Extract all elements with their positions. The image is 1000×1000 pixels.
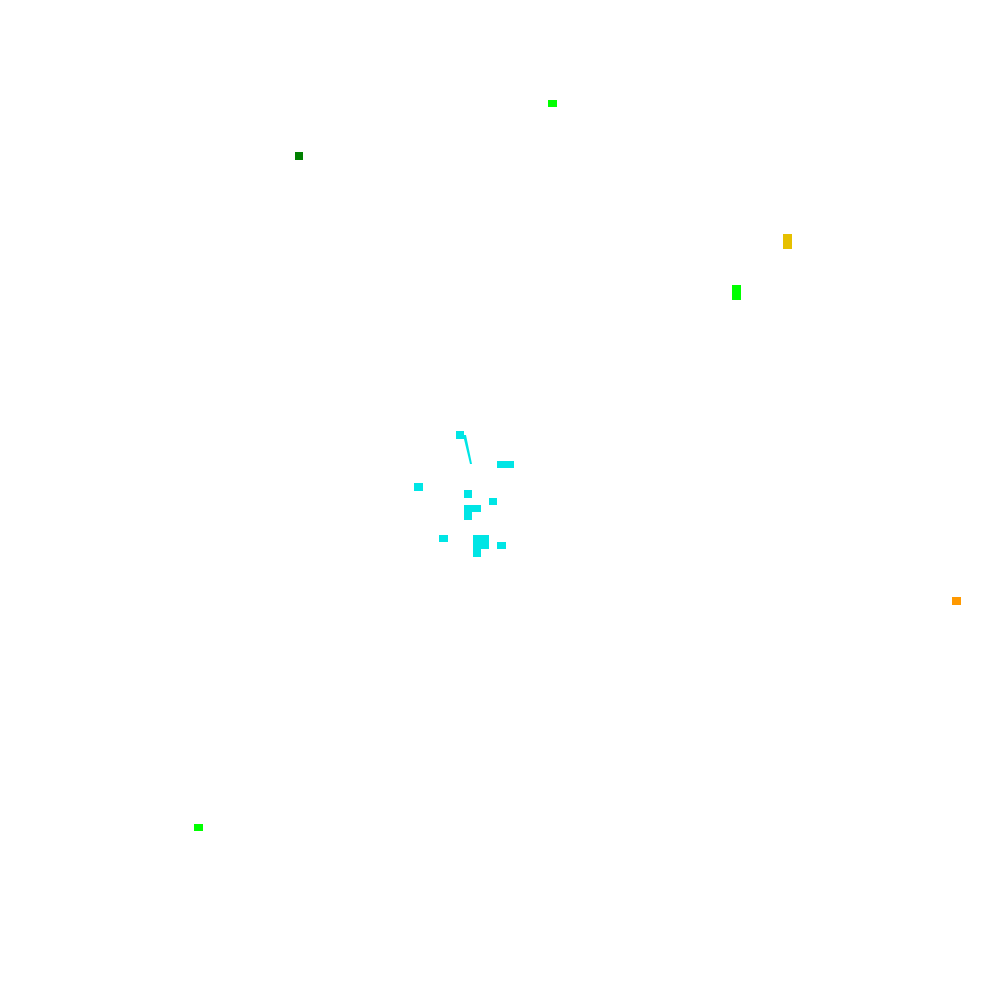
marker-yellow bbox=[783, 234, 792, 249]
cyan-marker bbox=[464, 490, 472, 498]
marker-green bbox=[732, 285, 741, 300]
cyan-trail bbox=[463, 435, 472, 464]
marker-green bbox=[548, 100, 557, 107]
cyan-marker bbox=[456, 431, 464, 439]
cyan-marker bbox=[414, 483, 423, 491]
cyan-marker bbox=[497, 542, 506, 549]
marker-orange bbox=[952, 597, 961, 605]
cyan-marker bbox=[439, 535, 448, 542]
cyan-marker bbox=[464, 505, 481, 512]
cyan-marker bbox=[473, 535, 481, 557]
cyan-marker bbox=[464, 505, 472, 520]
cyan-marker bbox=[497, 461, 514, 468]
marker-dark-green bbox=[295, 152, 303, 160]
marker-green bbox=[194, 824, 203, 831]
cyan-marker bbox=[489, 498, 497, 505]
